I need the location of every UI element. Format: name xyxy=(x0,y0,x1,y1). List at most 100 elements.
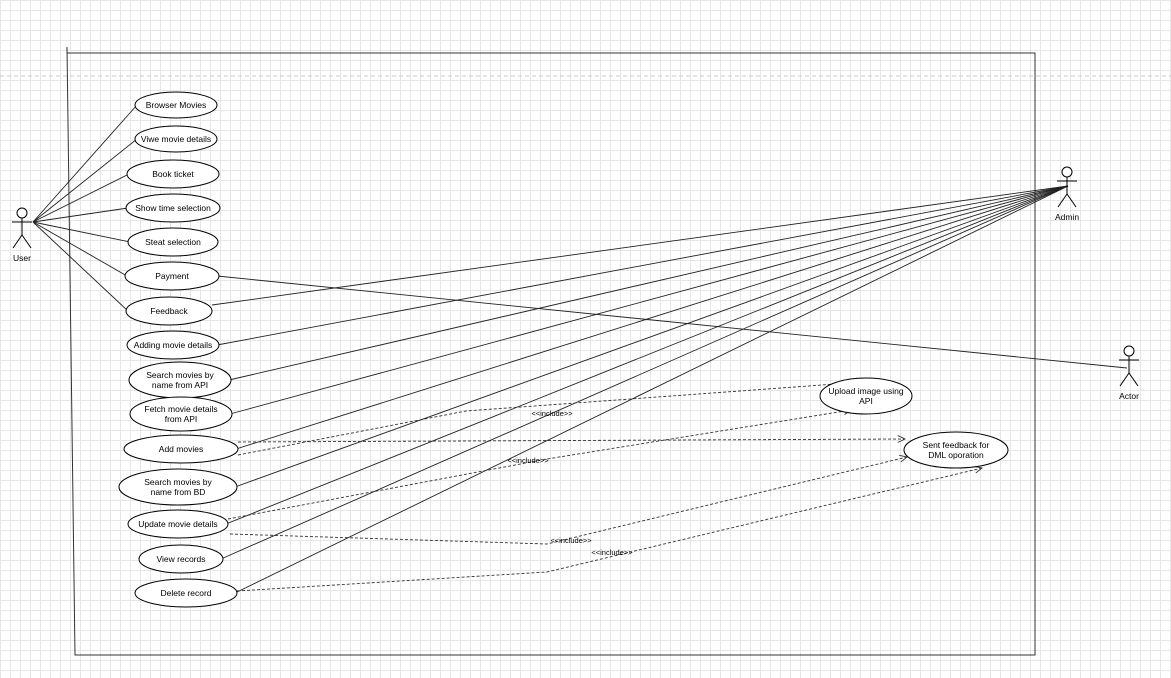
association-line-user-book-ticket xyxy=(32,173,130,223)
use-case-label: from API xyxy=(165,414,198,424)
association-line-user-steat-selection xyxy=(32,221,131,243)
use-case-label: Adding movie details xyxy=(134,340,212,350)
use-case-label: Update movie details xyxy=(138,519,217,529)
association-line-admin-fetch-movie-details xyxy=(229,185,1069,415)
use-case-payment[interactable]: Payment xyxy=(124,261,220,291)
use-case-show-time-selection[interactable]: Show time selection xyxy=(125,193,221,223)
use-case-ellipse xyxy=(134,91,218,119)
include-label: <<include>> xyxy=(550,536,592,545)
association-line-user-feedback xyxy=(32,221,129,312)
use-case-ellipse xyxy=(134,578,238,608)
use-case-label: Add movies xyxy=(159,444,203,454)
use-case-feedback[interactable]: Feedback xyxy=(125,296,213,326)
use-case-ellipse xyxy=(134,125,218,153)
actor-right-leg xyxy=(21,234,32,249)
use-case-label: Fetch movie details xyxy=(144,404,217,414)
include-line-add-movies-sent-feedback xyxy=(237,438,906,443)
actor-right-leg xyxy=(1128,372,1139,387)
use-case-steat-selection[interactable]: Steat selection xyxy=(127,227,219,257)
actor-admin[interactable]: Admin xyxy=(1055,166,1079,222)
association-line-user-viwe-movie-details xyxy=(32,138,138,223)
use-case-label: Feedback xyxy=(150,306,188,316)
use-case-label: Payment xyxy=(155,271,189,281)
association-line-admin-feedback xyxy=(211,185,1069,306)
include-arrowhead-add-movies-sent-feedback xyxy=(897,435,907,443)
use-case-label: Browser Movies xyxy=(146,100,206,110)
include-label: <<include>> xyxy=(591,548,633,557)
use-case-ellipse xyxy=(124,261,220,291)
actor-label: User xyxy=(13,253,31,263)
include-label: <<include>> xyxy=(507,456,549,465)
use-case-ellipse xyxy=(126,159,220,189)
actor-head xyxy=(1061,166,1073,178)
use-case-ellipse xyxy=(138,544,224,574)
association-line-actor-payment xyxy=(216,275,1128,369)
use-case-update-movie-details[interactable]: Update movie details xyxy=(127,509,229,539)
use-case-ellipse xyxy=(127,509,229,539)
actor-left-leg xyxy=(1057,193,1068,208)
use-case-label: Delete record xyxy=(160,588,211,598)
use-case-book-ticket[interactable]: Book ticket xyxy=(126,159,220,189)
use-case-delete-record[interactable]: Delete record xyxy=(134,578,238,608)
use-case-label: API xyxy=(859,396,873,406)
actor-user[interactable]: User xyxy=(12,207,32,263)
association-line-user-payment xyxy=(32,221,128,277)
use-case-ellipse xyxy=(125,193,221,223)
include-label: <<include>> xyxy=(531,409,573,418)
association-line-user-browser-movies xyxy=(32,104,138,223)
association-line-admin-search-movies-api xyxy=(228,185,1069,381)
actor-head xyxy=(1123,345,1135,357)
use-case-label: name from BD xyxy=(151,487,206,497)
include-line-update-movie-details-sent-feedback xyxy=(229,456,908,545)
use-case-label: Viwe movie details xyxy=(141,134,211,144)
use-case-add-movies[interactable]: Add movies xyxy=(123,434,239,464)
use-case-ellipse xyxy=(127,227,219,257)
use-case-view-records[interactable]: View records xyxy=(138,544,224,574)
actor-left-leg xyxy=(1119,372,1130,387)
actor-label: Actor xyxy=(1119,391,1139,401)
use-case-ellipse xyxy=(126,330,220,360)
use-case-adding-movie-details[interactable]: Adding movie details xyxy=(126,330,220,360)
use-case-label: Show time selection xyxy=(135,203,211,213)
include-arrowhead-update-movie-details-sent-feedback xyxy=(899,454,909,463)
use-case-ellipse xyxy=(903,431,1009,469)
use-case-label: Upload image using xyxy=(828,386,903,396)
system-boundary xyxy=(66,46,1036,656)
actor-actor[interactable]: Actor xyxy=(1119,345,1139,401)
association-line-admin-view-records xyxy=(220,185,1069,560)
use-case-browser-movies[interactable]: Browser Movies xyxy=(134,91,218,119)
use-case-label: name from API xyxy=(152,380,208,390)
association-line-admin-adding-movie-details xyxy=(216,185,1069,346)
use-case-label: Sent feedback for xyxy=(923,440,990,450)
use-case-ellipse xyxy=(125,296,213,326)
use-case-ellipse xyxy=(129,396,233,432)
use-case-ellipse xyxy=(123,434,239,464)
use-case-ellipse xyxy=(118,468,238,506)
include-line-add-movies-upload-image xyxy=(237,381,864,456)
use-case-ellipse xyxy=(819,377,913,415)
actor-left-leg xyxy=(12,234,23,249)
use-case-label: DML oporation xyxy=(928,450,984,460)
actor-label: Admin xyxy=(1055,212,1079,222)
actor-right-leg xyxy=(1066,193,1077,208)
association-line-admin-search-movies-bd xyxy=(234,185,1069,488)
association-line-user-show-time-selection xyxy=(32,207,129,223)
include-line-delete-record-sent-feedback xyxy=(236,467,983,592)
use-case-label: Search movies by xyxy=(146,370,214,380)
use-case-viwe-movie-details[interactable]: Viwe movie details xyxy=(134,125,218,153)
use-case-label: View records xyxy=(157,554,206,564)
use-case-label: Steat selection xyxy=(145,237,201,247)
association-line-admin-delete-record xyxy=(234,185,1069,594)
use-case-label: Search movies by xyxy=(144,477,212,487)
use-case-label: Book ticket xyxy=(152,169,194,179)
association-line-admin-add-movies xyxy=(235,185,1069,450)
association-layer xyxy=(32,104,1128,594)
